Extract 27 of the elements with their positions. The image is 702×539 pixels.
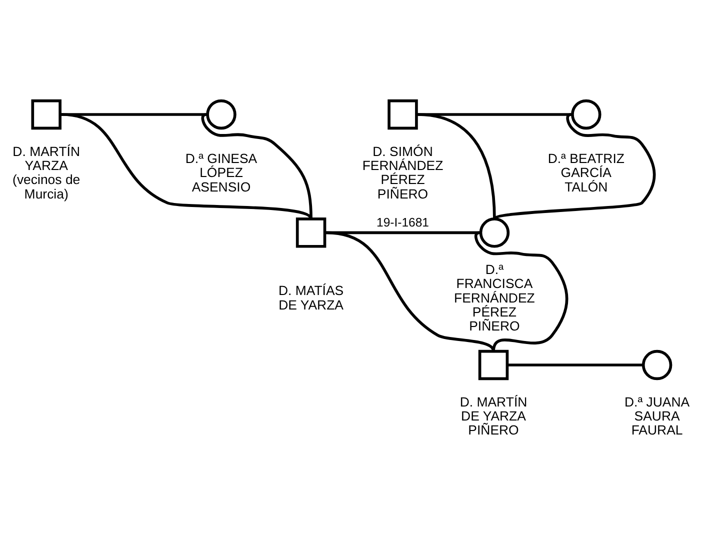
node-label: D. SIMÓN FERNÁNDEZ PÉREZ PIÑERO bbox=[362, 143, 444, 201]
connector bbox=[326, 230, 495, 352]
node-box bbox=[296, 217, 326, 248]
connector bbox=[201, 112, 312, 218]
node-label: D. MATÍAS DE YARZA bbox=[278, 282, 344, 312]
node-label: D.ª FRANCISCA FERNÁNDEZ PÉREZ PIÑERO bbox=[454, 261, 535, 334]
connector bbox=[324, 230, 481, 234]
node-label: D. MARTÍN YARZA (vecinos de Murcia) bbox=[12, 143, 80, 201]
node-label: D. MARTÍN DE YARZA PIÑERO bbox=[460, 394, 528, 438]
connector bbox=[61, 112, 312, 220]
node-circle bbox=[642, 349, 672, 380]
node-circle bbox=[571, 98, 602, 130]
node-box bbox=[388, 98, 418, 130]
connector bbox=[418, 112, 496, 218]
edge-label: 19-I-1681 bbox=[376, 214, 430, 229]
node-label: D.ª JUANA SAURA FAURAL bbox=[624, 394, 690, 438]
connector bbox=[494, 112, 656, 220]
node-label: D.ª BEATRIZ GARCÍA TALÓN bbox=[548, 150, 624, 194]
connector bbox=[416, 112, 572, 116]
node-label: D.ª GINESA LÓPEZ ASENSIO bbox=[185, 150, 258, 194]
node-box bbox=[31, 98, 62, 130]
node-circle bbox=[479, 217, 510, 248]
connector bbox=[60, 112, 208, 116]
node-box bbox=[478, 349, 509, 380]
connector bbox=[507, 363, 644, 366]
connector bbox=[474, 230, 568, 352]
node-circle bbox=[206, 98, 236, 130]
